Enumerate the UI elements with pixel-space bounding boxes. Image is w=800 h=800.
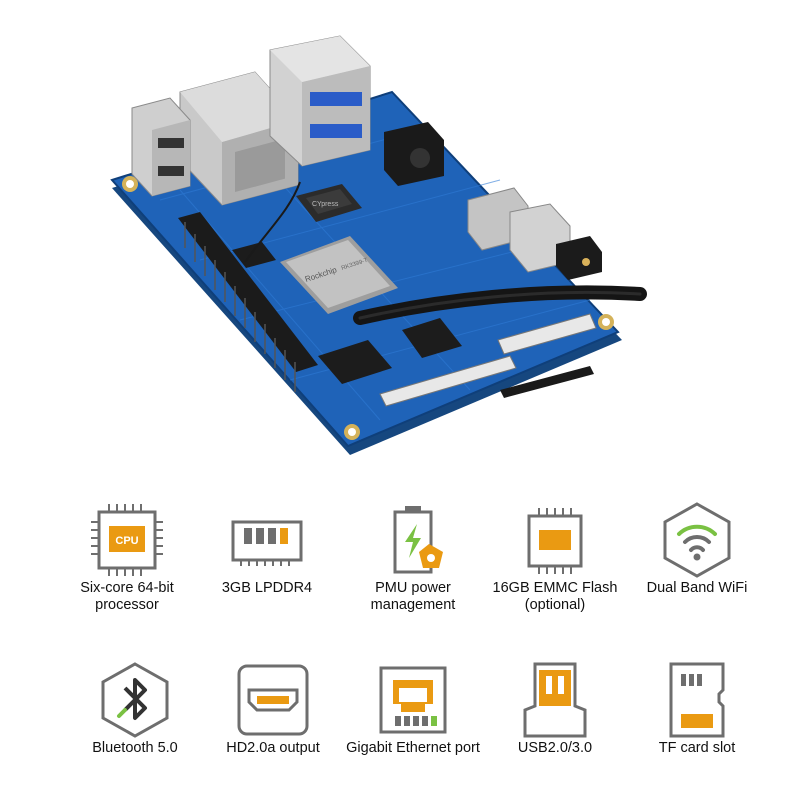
feature-wifi: Dual Band WiFi: [622, 500, 772, 597]
antenna-cable: [244, 181, 647, 325]
soc-chip-component: Rockchip RK3399-T: [280, 236, 398, 314]
battery-bolt-icon: [393, 506, 443, 574]
feature-ram-label: 3GB LPDDR4: [221, 580, 313, 596]
feature-ethernet-label: Gigabit Ethernet port: [346, 740, 480, 756]
feature-wifi-label: Dual Band WiFi: [646, 580, 748, 596]
wifi-icon: [663, 502, 731, 578]
feature-hdmi-label: HD2.0a output: [226, 740, 320, 756]
gpio-header: [178, 212, 318, 392]
usb3-port-component: [269, 35, 371, 167]
feature-ram: 3GB LPDDR4: [192, 500, 342, 597]
right-side-ports: [467, 187, 602, 280]
mipi-connectors: [379, 313, 597, 407]
mounting-holes: [122, 176, 614, 440]
sd-card-icon: [669, 662, 725, 738]
board-product-image: CYpress Rockchip RK3399-T: [110, 35, 647, 455]
usb2-port-component: [131, 97, 191, 197]
feature-ethernet: Gigabit Ethernet port: [338, 660, 488, 757]
cpu-icon: CPU: [91, 504, 163, 576]
bluetooth-icon: [101, 662, 169, 738]
feature-emmc-label-line2: (optional): [524, 597, 586, 613]
feature-tfcard: TF card slot: [622, 660, 772, 757]
ethernet-port-component: [179, 71, 299, 206]
feature-usb: USB2.0/3.0: [480, 660, 630, 757]
svg-text:CPU: CPU: [115, 535, 138, 547]
wifi-chip-text: CYpress: [312, 201, 339, 208]
ethernet-port-icon: [379, 666, 447, 734]
feature-usb-label: USB2.0/3.0: [517, 740, 593, 756]
feature-emmc: 16GB EMMC Flash (optional): [480, 500, 630, 614]
feature-pmu: PMU power management: [338, 500, 488, 614]
usb-port-icon: [523, 662, 587, 738]
feature-cpu: CPU Six-core 64-bit processor: [52, 500, 202, 614]
hdmi-port-icon: [237, 664, 309, 736]
feature-pmu-label-line1: PMU power: [375, 580, 451, 596]
power-jack-component: [384, 122, 444, 186]
feature-cpu-label: Six-core 64-bit processor: [80, 580, 174, 613]
feature-pmu-label-line2: management: [370, 597, 456, 613]
ram-icon: [231, 520, 303, 566]
feature-hdmi: HD2.0a output: [198, 660, 348, 757]
emmc-chip-icon: [527, 508, 583, 574]
feature-tfcard-label: TF card slot: [658, 740, 736, 756]
feature-emmc-label-line1: 16GB EMMC Flash: [492, 580, 618, 596]
feature-bluetooth: Bluetooth 5.0: [60, 660, 210, 757]
feature-bluetooth-label: Bluetooth 5.0: [92, 740, 178, 756]
ram-chips: [232, 242, 462, 384]
wifi-module-component: CYpress: [296, 184, 362, 222]
